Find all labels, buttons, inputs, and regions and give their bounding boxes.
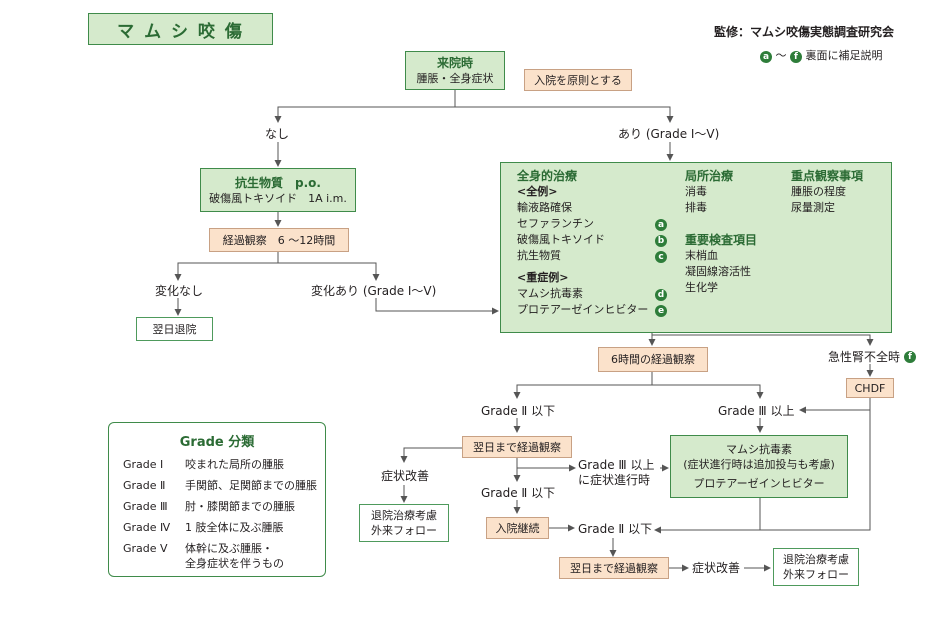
arrival-sub: 腫脹・全身症状 (416, 72, 494, 85)
grade2-below-label-2: Grade Ⅱ 以下 (481, 486, 556, 500)
grade-row-desc: 1 肢全体に及ぶ腫脹 (185, 521, 284, 534)
grade-row-desc-extra: 全身症状を伴うもの (185, 557, 284, 570)
progress-l1: Grade Ⅲ 以上 (578, 458, 655, 472)
local-item: 消毒 (685, 185, 707, 198)
no-change-label: 変化なし (155, 284, 204, 298)
continue-admission: 入院継続 (495, 521, 540, 535)
all-item: 抗生物質 (517, 249, 561, 262)
admission-principle: 入院を原則とする (534, 73, 622, 87)
next-day-discharge-box: 翌日退院 (136, 317, 213, 341)
symptom-improve-label: 症状改善 (381, 469, 430, 483)
grade-row-desc: 肘・膝関節までの腫脹 (185, 500, 295, 513)
antibiotic-sub: 破傷風トキソイド 1A i.m. (209, 191, 347, 205)
watch-title: 重点観察事項 (791, 169, 864, 183)
important-item: 凝固線溶活性 (685, 265, 751, 278)
grade-row-label: Grade Ⅱ (123, 479, 166, 492)
grade-row-label: Grade Ⅳ (123, 521, 171, 534)
antibiotic-title: 抗生物質 p.o. (235, 175, 321, 190)
severe-cases-label: <重症例> (517, 271, 569, 284)
chdf: CHDF (854, 381, 886, 395)
supervisor-label: 監修：マムシ咬傷実態調査研究会 (714, 25, 895, 39)
all-item: セファランチン (517, 217, 594, 230)
note-text: 裏面に補足説明 (805, 49, 883, 62)
symptom-improve-label-2: 症状改善 (692, 561, 741, 575)
badge-c-icon: c (655, 251, 667, 263)
all-item: 輸液路確保 (517, 201, 572, 214)
important-item: 生化学 (685, 281, 718, 294)
badge-f-icon: f (790, 51, 802, 63)
arrival-title: 来院時 (436, 56, 473, 70)
severe-item: プロテアーゼインヒビター (517, 303, 649, 316)
observe-next-day: 翌日まで経過観察 (473, 440, 561, 454)
treatment-box: 全身的治療 <全例> 輸液路確保 セファランチン a 破傷風トキソイド b 抗生… (500, 162, 892, 333)
antibiotic-box: 抗生物質 p.o. 破傷風トキソイド 1A i.m. (200, 168, 356, 212)
antivenom-drug: プロテアーゼインヒビター (693, 477, 825, 490)
admission-principle-box: 入院を原則とする (524, 69, 632, 91)
badge-e-icon: e (655, 305, 667, 317)
all-cases-label: <全例> (517, 185, 558, 198)
badge-d-icon: d (655, 289, 667, 301)
badge-b-icon: b (655, 235, 667, 247)
observe-next-day-2-box: 翌日まで経過観察 (559, 557, 669, 579)
six-hour-observe-box: 6時間の経過観察 (598, 347, 708, 372)
six-hour-observe: 6時間の経過観察 (611, 353, 695, 366)
progress-label: Grade Ⅲ 以上 に症状進行時 (578, 458, 655, 488)
antivenom-box: マムシ抗毒素 (症状進行時は追加投与も考慮) プロテアーゼインヒビター (670, 435, 848, 498)
discharge-consider-l1: 退院治療考慮 (371, 509, 437, 522)
grade-row-desc: 手関節、足関節までの腫脹 (185, 479, 317, 492)
important-item: 末梢血 (685, 249, 718, 262)
systemic-title: 全身的治療 (517, 169, 578, 183)
watch-item: 尿量測定 (791, 201, 835, 214)
grade2-below-label: Grade Ⅱ 以下 (481, 404, 556, 418)
yes-label: あり (Grade Ⅰ〜Ⅴ) (618, 127, 720, 141)
grade3-above-label: Grade Ⅲ 以上 (718, 404, 795, 418)
grade-table-title: Grade 分類 (179, 435, 255, 450)
observe-next-day-box: 翌日まで経過観察 (462, 436, 572, 458)
grade-table: Grade 分類 Grade Ⅰ 咬まれた局所の腫脹 Grade Ⅱ 手関節、足… (108, 422, 326, 577)
badge-a-icon: a (655, 219, 667, 231)
no-label: なし (265, 127, 290, 141)
page-title-box: マ ム シ 咬 傷 (88, 13, 273, 45)
all-item: 破傷風トキソイド (517, 233, 605, 246)
continue-admission-box: 入院継続 (486, 517, 549, 539)
observe-6-12: 経過観察 6 〜12時間 (222, 233, 336, 247)
grade2-below-label-3: Grade Ⅱ 以下 (578, 522, 653, 536)
discharge-consider-2-l1: 退院治療考慮 (783, 553, 849, 566)
discharge-consider-l2: 外来フォロー (371, 524, 437, 537)
discharge-consider-2-l2: 外来フォロー (783, 568, 849, 581)
grade-row-desc: 咬まれた局所の腫脹 (185, 458, 284, 471)
page-title: マ ム シ 咬 傷 (117, 21, 244, 42)
grade-row-desc: 体幹に及ぶ腫脹・ (185, 542, 273, 555)
note-tilde: 〜 (775, 49, 787, 62)
grade-row-label: Grade Ⅲ (123, 500, 168, 513)
grade-row-label: Grade Ⅰ (123, 458, 164, 471)
severe-item: マムシ抗毒素 (517, 287, 583, 300)
badge-f-icon: f (904, 351, 916, 363)
observe-6-12-box: 経過観察 6 〜12時間 (209, 228, 349, 252)
chdf-box: CHDF (846, 378, 894, 398)
next-day-discharge: 翌日退院 (152, 322, 197, 336)
local-item: 排毒 (685, 201, 707, 214)
local-title: 局所治療 (685, 169, 734, 183)
observe-next-day-2: 翌日まで経過観察 (570, 561, 658, 575)
antivenom-title: マムシ抗毒素 (726, 443, 792, 456)
badge-a-icon: a (760, 51, 772, 63)
discharge-consider-box: 退院治療考慮 外来フォロー (359, 504, 449, 542)
supplement-note: a 〜 f 裏面に補足説明 (760, 49, 883, 63)
discharge-consider-box-2: 退院治療考慮 外来フォロー (773, 548, 859, 586)
aki-label: 急性腎不全時 (828, 350, 901, 364)
progress-l2: に症状進行時 (578, 473, 651, 487)
important-title: 重要検査項目 (685, 233, 758, 247)
arrival-box: 来院時 腫脹・全身症状 (405, 51, 505, 90)
grade-row-label: Grade Ⅴ (123, 542, 168, 555)
antivenom-sub: (症状進行時は追加投与も考慮) (683, 458, 835, 471)
watch-item: 腫脹の程度 (791, 185, 846, 198)
change-label: 変化あり (Grade Ⅰ〜Ⅴ) (311, 284, 437, 298)
